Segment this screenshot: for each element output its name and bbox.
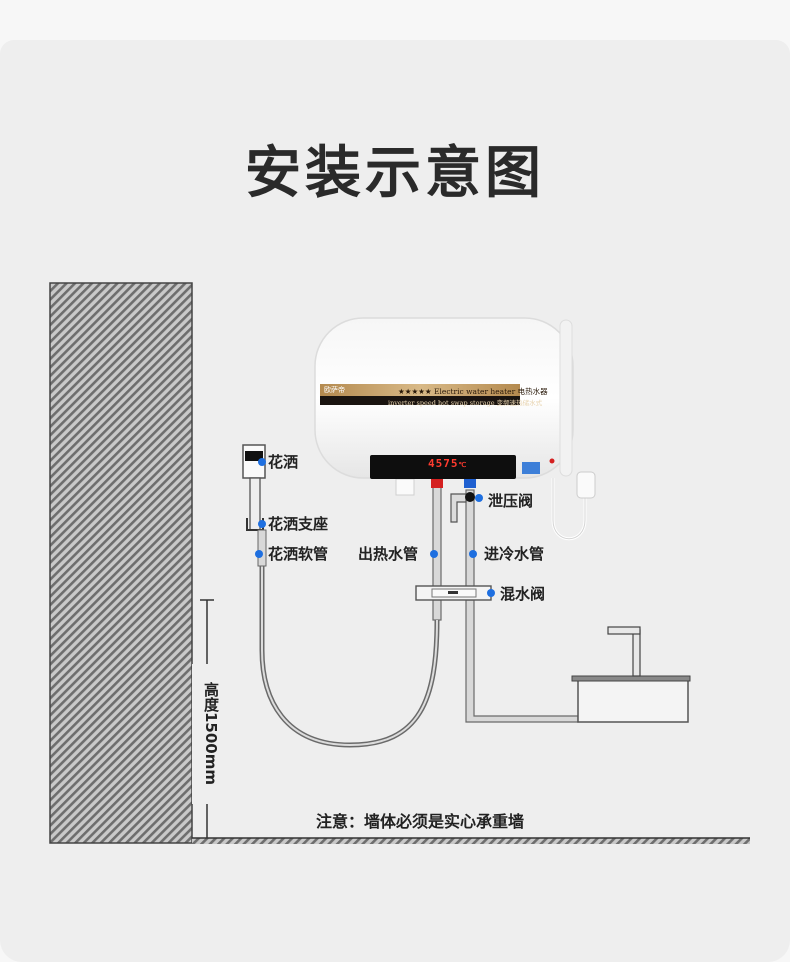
temperature-display: 4575℃	[428, 457, 468, 470]
energy-label	[522, 462, 540, 474]
mixing-valve	[415, 585, 492, 601]
pressure-relief-valve	[450, 492, 475, 523]
shower-bracket-marker	[258, 520, 266, 528]
heater-band-line1: ★★★★★ Electric water heater 电热水器	[398, 387, 548, 396]
floor-line	[192, 837, 750, 844]
heater-black-band	[320, 396, 520, 405]
shower-hose	[259, 562, 440, 748]
cold-valve-icon	[464, 478, 476, 488]
wall	[49, 282, 193, 844]
faucet	[607, 626, 641, 677]
label-shower-head: 花洒	[268, 453, 299, 471]
shower-head	[242, 444, 266, 531]
cold-inlet-marker	[469, 550, 477, 558]
cold-inlet-pipe	[465, 489, 579, 723]
label-cold-inlet-pipe: 进冷水管	[484, 545, 545, 563]
heater-band-line2: inverter speed hot swap storage 变频速热储水式	[388, 399, 543, 407]
label-hot-outlet-pipe: 出热水管	[358, 545, 419, 563]
hot-valve-icon	[431, 478, 443, 488]
shower-hose-marker	[255, 550, 263, 558]
wall-note: 注意：墙体必须是实心承重墙	[316, 812, 525, 831]
sink	[571, 675, 691, 723]
heater-gold-band	[320, 384, 520, 396]
label-shower-bracket: 花洒支座	[268, 515, 329, 533]
heater-brand: 欧萨帝	[324, 386, 345, 394]
shower-hose-top	[257, 529, 267, 567]
label-pressure-relief-valve: 泄压阀	[488, 492, 534, 510]
mixing-valve-marker	[487, 589, 495, 597]
page-title: 安装示意图	[245, 141, 545, 206]
heater-control-panel: 4575℃	[370, 455, 516, 479]
power-plug	[576, 471, 596, 499]
indicator-light	[549, 458, 555, 464]
label-shower-hose: 花洒软管	[268, 545, 329, 563]
drain-nozzle	[395, 478, 415, 496]
shower-head-marker	[258, 458, 266, 466]
hot-outlet-marker	[430, 550, 438, 558]
label-mixing-valve: 混水阀	[500, 585, 546, 603]
height-dimension-label: 高度1500mm	[192, 664, 222, 804]
pressure-valve-marker	[475, 494, 483, 502]
